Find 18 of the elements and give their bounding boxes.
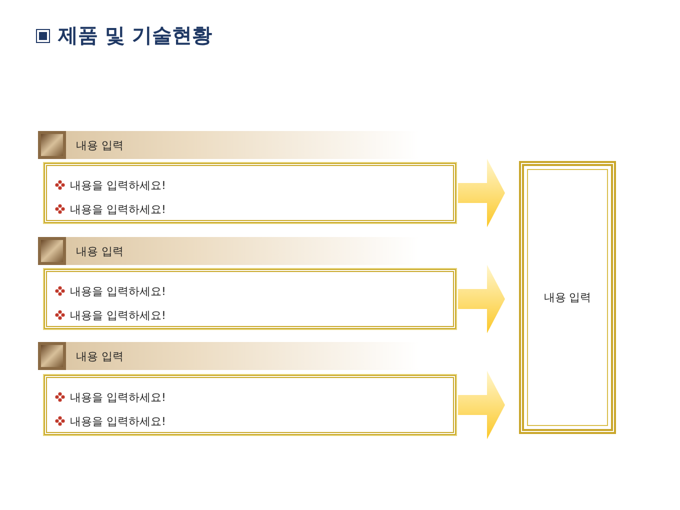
content-box [44,163,456,223]
result-box [519,161,616,434]
block-arrow [458,264,505,334]
block-arrow [458,370,505,440]
list-item: 내용을 입력하세요! [70,178,166,192]
header-label: 내용 입력 [76,244,124,258]
list-item: 내용을 입력하세요! [70,414,166,428]
content-box [44,269,456,329]
list-item: 내용을 입력하세요! [70,390,166,404]
content-box [44,375,456,435]
block-arrow [458,158,505,228]
header-label: 내용 입력 [76,138,124,152]
list-item: 내용을 입력하세요! [70,202,166,216]
list-item: 내용을 입력하세요! [70,284,166,298]
page-title: 제품 및 기술현황 [58,22,212,49]
result-label: 내용 입력 [544,290,592,305]
list-item: 내용을 입력하세요! [70,308,166,322]
header-label: 내용 입력 [76,348,124,364]
